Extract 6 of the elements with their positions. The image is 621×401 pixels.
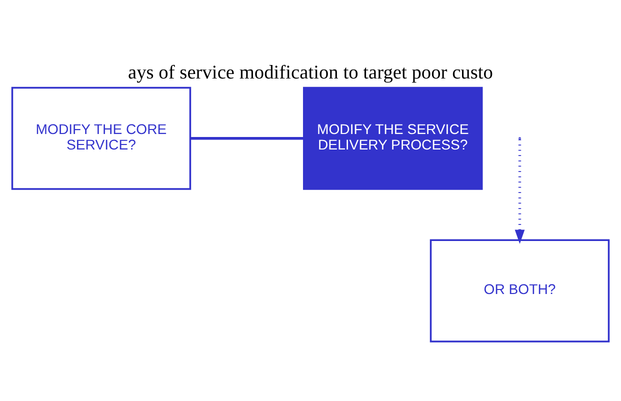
diagram-title: ays of service modification to target poor custo	[128, 62, 493, 84]
node-box: MODIFY THE CORE SERVICE?	[11, 86, 192, 190]
connector	[190, 137, 304, 140]
node-box: MODIFY THE SERVICE DELIVERY PROCESS?	[303, 86, 483, 190]
node-box: OR BOTH?	[430, 239, 610, 342]
arrow	[514, 139, 525, 244]
